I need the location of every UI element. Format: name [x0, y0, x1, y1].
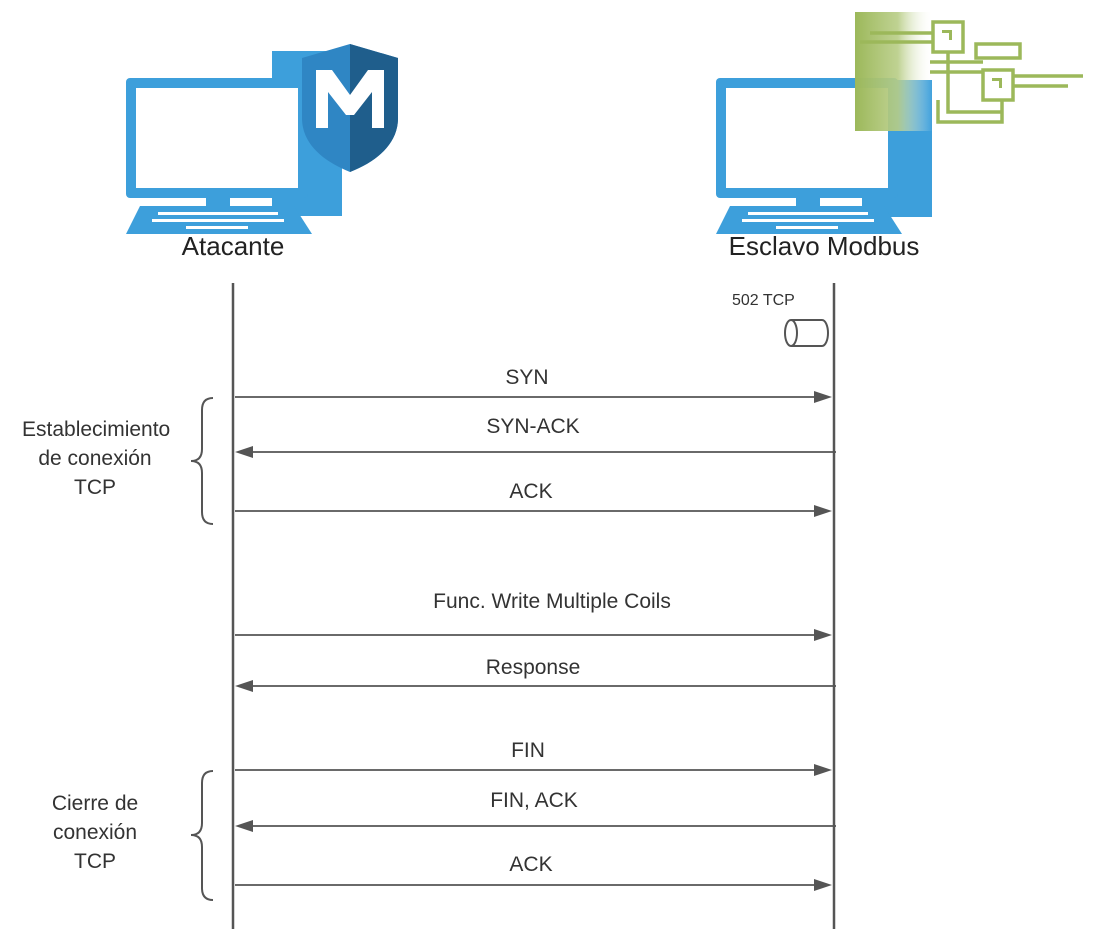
tcp-close-brace — [190, 770, 214, 901]
group-label-line: TCP — [74, 476, 116, 499]
message-arrow — [235, 820, 836, 832]
message-label-response: Response — [485, 656, 581, 679]
message-label-final-ack: ACK — [509, 853, 553, 876]
group-label-line: de conexión — [38, 447, 152, 470]
tcp-establishment-label: Establecimiento de conexión TCP — [22, 415, 171, 502]
tcp-establishment-brace — [190, 397, 214, 525]
message-label-ack: ACK — [509, 480, 553, 503]
group-label-line: Establecimiento — [22, 418, 171, 441]
message-arrow — [235, 879, 832, 891]
message-arrow — [235, 764, 832, 776]
modbus-network-icon — [855, 12, 1083, 131]
group-label-line: TCP — [74, 850, 116, 873]
message-arrow — [235, 446, 836, 458]
group-label-line: Cierre de — [51, 792, 139, 815]
message-label-write-multiple-coils: Func. Write Multiple Coils — [433, 590, 671, 613]
tcp-close-label: Cierre de conexión TCP — [40, 789, 150, 876]
message-arrow — [235, 505, 832, 517]
message-label-syn-ack: SYN-ACK — [486, 415, 580, 438]
message-label-fin: FIN — [511, 739, 545, 762]
message-arrow — [235, 680, 836, 692]
message-label-syn: SYN — [505, 366, 549, 389]
message-arrow — [235, 391, 832, 403]
port-label: 502 TCP — [732, 292, 795, 309]
port-cylinder-icon — [784, 319, 829, 347]
message-label-fin-ack: FIN, ACK — [490, 789, 578, 812]
attacker-label: Atacante — [181, 231, 285, 261]
group-label-line: conexión — [52, 821, 138, 844]
metasploit-shield-icon — [302, 44, 398, 172]
modbus-slave-label: Esclavo Modbus — [728, 231, 920, 261]
message-arrow — [235, 629, 832, 641]
